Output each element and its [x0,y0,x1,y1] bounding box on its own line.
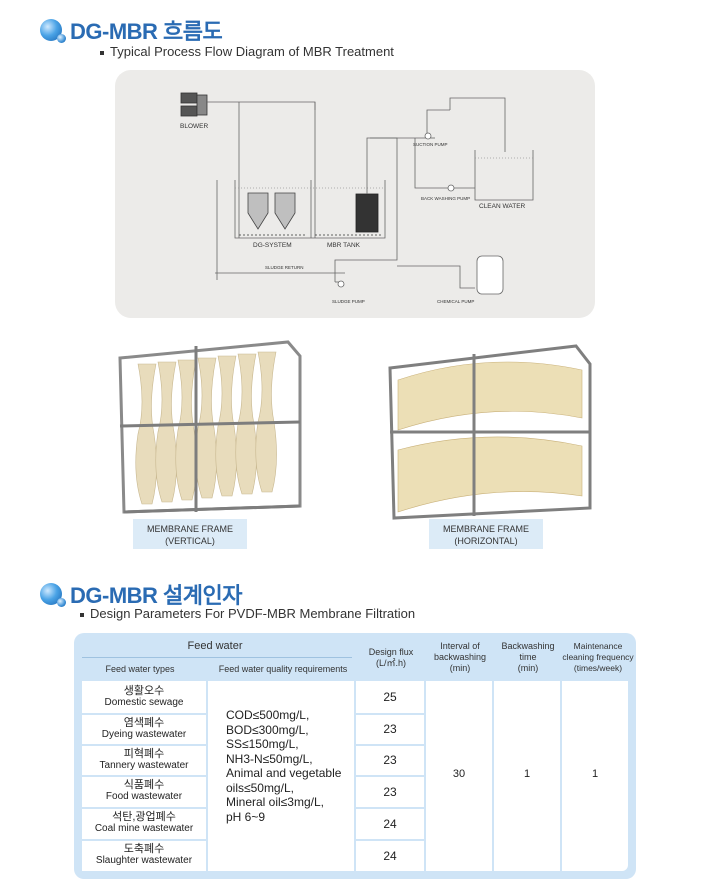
flux-value: 24 [383,849,397,863]
square-bullet-icon [100,50,104,55]
header-feed-water-types: Feed water types [105,664,175,674]
section-title-text: DG-MBR 흐름도 [70,19,223,44]
square-bullet-icon [80,612,84,617]
dg-system-label: DG-SYSTEM [253,242,292,249]
clean-water-label: CLEAN WATER [479,203,526,210]
interval-value: 30 [452,768,466,780]
mbr-tank-label: MBR TANK [327,242,361,249]
flux-value: 23 [383,722,397,736]
membrane-frame-horizontal-photo [384,340,598,522]
table-row: 도축폐수 Slaughter wastewater [95,843,193,866]
membrane-frame-vertical-photo [110,336,308,520]
table-row: 석탄,광업폐수 Coal mine wastewater [94,811,194,834]
quality-requirements: COD≤500mg/L, BOD≤300mg/L, SS≤150mg/L, NH… [226,708,342,824]
flux-value: 25 [383,690,397,704]
section-subtitle-design: Design Parameters For PVDF-MBR Membrane … [80,606,415,621]
blower-label: BLOWER [180,123,208,130]
section-subtitle-flow: Typical Process Flow Diagram of MBR Trea… [100,44,394,59]
caption-horizontal: MEMBRANE FRAME (HORIZONTAL) [429,519,543,549]
flux-value: 23 [383,753,397,767]
table-row: 염색폐수 Dyeing wastewater [101,717,187,740]
header-feed-water-quality: Feed water quality requirements [218,664,348,674]
flow-diagram-svg: BLOWER SUCTION PUMP BACK WASHING PUMP CL… [180,92,534,304]
backwash-time-value: 1 [523,768,531,780]
header-backwashing-time: Backwashing time (min) [501,641,555,673]
table-row: 피혁폐수 Tannery wastewater [99,748,189,771]
blue-ball-icon [40,19,66,43]
chemical-pump-label: CHEMICAL PUMP [437,299,474,304]
process-flow-diagram: BLOWER SUCTION PUMP BACK WASHING PUMP CL… [115,70,595,318]
maintenance-value: 1 [591,768,599,780]
section-title-text: DG-MBR 설계인자 [70,583,243,608]
table-row: 식품폐수 Food wastewater [105,779,183,802]
design-parameters-table: Feed water Feed water types Feed water q… [74,633,636,879]
caption-vertical: MEMBRANE FRAME (VERTICAL) [133,519,247,549]
section-title-flow: DG-MBR 흐름도 [40,14,223,46]
sludge-return-label: SLUDGE RETURN [265,265,304,270]
section-title-design: DG-MBR 설계인자 [40,578,243,610]
header-feed-water: Feed water [187,640,243,652]
header-design-flux: Design flux (L/㎡.h) [368,647,414,668]
sludge-pump-label: SLUDGE PUMP [332,299,365,304]
blue-ball-icon [40,583,66,607]
flux-value: 23 [383,785,397,799]
suction-pump-label: SUCTION PUMP [413,142,448,147]
back-washing-pump-label: BACK WASHING PUMP [421,196,470,201]
header-interval-backwashing: Interval of backwashing (min) [433,641,487,673]
table-row: 생활오수 Domestic sewage [104,685,184,708]
header-maintenance-frequency: Maintenance cleaning frequency (times/we… [562,641,634,673]
flux-value: 24 [383,817,397,831]
